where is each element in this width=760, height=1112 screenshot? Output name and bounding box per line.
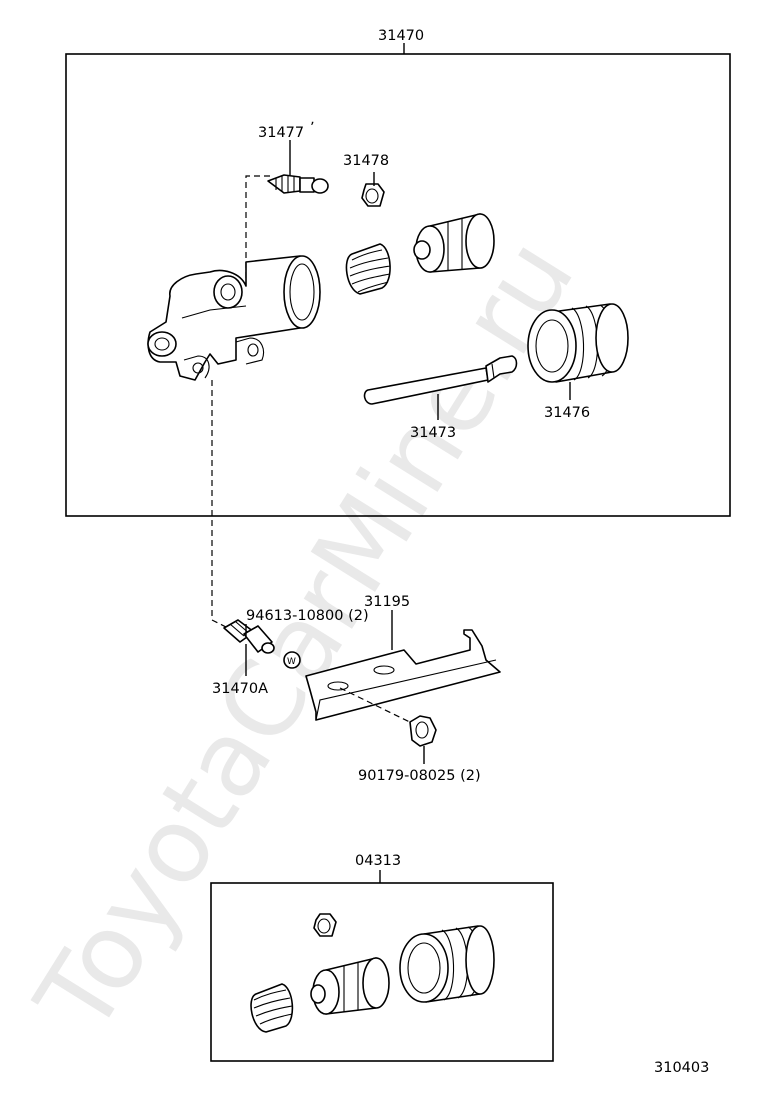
label-90179: 90179-08025 (2) <box>358 768 481 784</box>
washer-part[interactable]: W <box>283 651 301 669</box>
kit-piston-part[interactable] <box>310 957 390 1015</box>
stud-bolt-part[interactable] <box>223 619 275 654</box>
bleeder-cap-part[interactable] <box>361 183 385 207</box>
group-label-04313: 04313 <box>355 853 401 869</box>
label-31476: 31476 <box>544 405 590 421</box>
kit-cap-part[interactable] <box>313 913 337 937</box>
label-31477: 31477 <box>258 125 304 141</box>
nut-part[interactable] <box>409 715 437 747</box>
assembly-line-nut <box>339 687 419 727</box>
release-cylinder-body[interactable] <box>147 255 321 381</box>
spring-part[interactable] <box>345 243 391 295</box>
kit-spring-part[interactable] <box>250 983 294 1033</box>
group-box-31470 <box>65 53 731 517</box>
group-box-04313 <box>210 882 554 1062</box>
label-31478: 31478 <box>343 153 389 169</box>
washer-mark: W <box>287 657 296 667</box>
label-31477-mark: ʼ <box>310 120 315 136</box>
kit-boot-part[interactable] <box>399 925 495 1003</box>
label-94613: 94613-10800 (2) <box>246 608 369 624</box>
assembly-line-plug <box>245 175 270 296</box>
label-31470a: 31470A <box>212 681 268 697</box>
push-rod-part[interactable] <box>363 355 518 405</box>
label-31195: 31195 <box>364 594 410 610</box>
boot-part[interactable] <box>527 303 629 383</box>
diagram-number: 310403 <box>654 1060 709 1076</box>
bracket-part[interactable] <box>305 629 501 721</box>
label-31473: 31473 <box>410 425 456 441</box>
piston-part[interactable] <box>413 213 495 273</box>
group-label-31470: 31470 <box>378 28 424 44</box>
watermark-text: ToyotaCarMine.ru <box>12 218 597 1054</box>
bleeder-plug-part[interactable] <box>267 174 329 194</box>
assembly-line-stud <box>211 380 229 629</box>
